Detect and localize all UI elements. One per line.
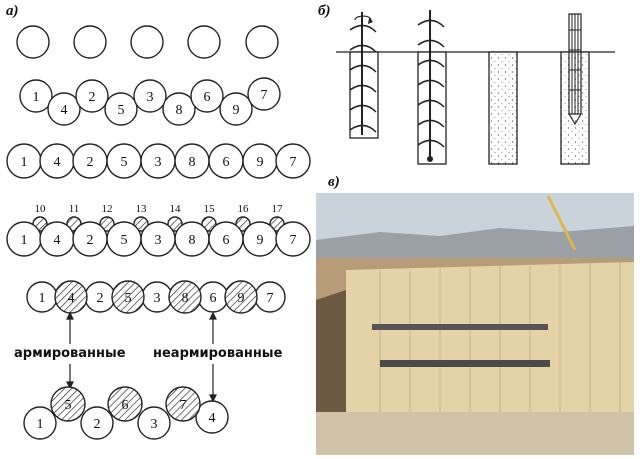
pile-number: 3: [154, 291, 161, 306]
pile-number: 2: [87, 155, 94, 170]
pile-number: 4: [61, 103, 68, 118]
pile-number: 1: [39, 291, 46, 306]
pile-number: 9: [257, 233, 264, 248]
pile-number: 2: [87, 233, 94, 248]
stage-reinforcement: [560, 13, 590, 165]
pile-number: 6: [210, 291, 217, 306]
pile-number: 9: [233, 103, 240, 118]
photo-pile-wall: [346, 262, 634, 412]
pile-number: 6: [204, 90, 211, 105]
arrow-head: [209, 311, 217, 320]
pile-number: 8: [189, 233, 196, 248]
pile-number: 4: [54, 233, 61, 248]
pile-circle: [130, 25, 164, 59]
pile-number: 7: [290, 233, 297, 248]
pile-number: 3: [155, 155, 162, 170]
pile-number: 7: [290, 155, 297, 170]
arrow-head: [209, 394, 217, 403]
photo-buildings: [316, 226, 634, 268]
pile-number: 9: [238, 291, 245, 306]
pile-number: 8: [182, 291, 189, 306]
photo-crane: [546, 195, 577, 251]
pile-number: 8: [176, 103, 183, 118]
pile-number: 6: [122, 398, 129, 413]
pile-number: 1: [33, 90, 40, 105]
pile-circle: [73, 25, 107, 59]
pile-number: 6: [223, 233, 230, 248]
stage-drilling: [349, 12, 379, 139]
pile-number: 5: [125, 291, 132, 306]
pile-circle: [245, 25, 279, 59]
small-pile-number: 14: [170, 203, 182, 215]
pile-number: 3: [155, 233, 162, 248]
pile-row-3: 1 4 2 5 3 8 6 9 7: [6, 143, 311, 179]
pile-number: 2: [97, 291, 104, 306]
pile-number: 5: [65, 398, 72, 413]
small-pile-number: 10: [35, 203, 47, 215]
pile-number: 3: [147, 90, 154, 105]
stage-concreting: [488, 51, 518, 165]
small-pile-number: 12: [102, 203, 113, 215]
pile-number: 4: [54, 155, 61, 170]
pile-number: 4: [68, 291, 75, 306]
small-pile-number: 13: [136, 203, 148, 215]
small-pile-number: 11: [69, 203, 80, 215]
pile-number: 7: [261, 88, 268, 103]
photo-strut: [380, 360, 550, 367]
panel-label-b: б): [318, 3, 330, 19]
panel-label-c: в): [328, 174, 340, 190]
pile-number: 5: [121, 155, 128, 170]
photo-wall-texture: [379, 262, 621, 412]
pile-number: 7: [180, 398, 187, 413]
pile-number: 3: [151, 417, 158, 432]
pile-number: 1: [37, 417, 44, 432]
photo-pit-floor: [316, 412, 634, 455]
pile-number: 1: [21, 233, 28, 248]
pile-number: 4: [209, 411, 216, 426]
pile-row-6: 1 5 2 6 3 7 4: [23, 386, 229, 440]
pile-row-5: 1 4 2 5 3 8 6 9 7: [26, 280, 286, 314]
pile-number: 7: [267, 291, 274, 306]
arrow-head: [66, 381, 74, 390]
caption-unreinforced: неармированные: [153, 346, 283, 361]
pile-row-2: 1 4 2 5 3 8 6 9 7: [19, 77, 281, 126]
pile-row-1: [16, 25, 279, 59]
pile-circle: [187, 25, 221, 59]
arrow-head: [66, 311, 74, 320]
pile-number: 5: [118, 103, 125, 118]
pile-number: 6: [223, 155, 230, 170]
small-pile-number: 16: [238, 203, 250, 215]
arrows: [66, 311, 217, 403]
pile-number: 2: [89, 90, 96, 105]
caption-reinforced: армированные: [14, 346, 126, 361]
panel-label-a: а): [6, 3, 19, 19]
small-pile-number: 15: [204, 203, 216, 215]
stage-auger-down: [417, 10, 447, 165]
pile-number: 1: [21, 155, 28, 170]
pile-number: 2: [94, 417, 101, 432]
pile-row-4: 10 11 12 13 14 15 16 17 1 4 2 5 3 8 6 9 …: [6, 203, 311, 257]
pile-number: 8: [189, 155, 196, 170]
small-pile-number: 17: [272, 203, 284, 215]
pile-number: 9: [257, 155, 264, 170]
photo-strut: [372, 324, 548, 330]
pile-number: 5: [121, 233, 128, 248]
site-photo: [316, 193, 634, 455]
construction-stages: [336, 10, 615, 165]
pile-circle: [16, 25, 50, 59]
